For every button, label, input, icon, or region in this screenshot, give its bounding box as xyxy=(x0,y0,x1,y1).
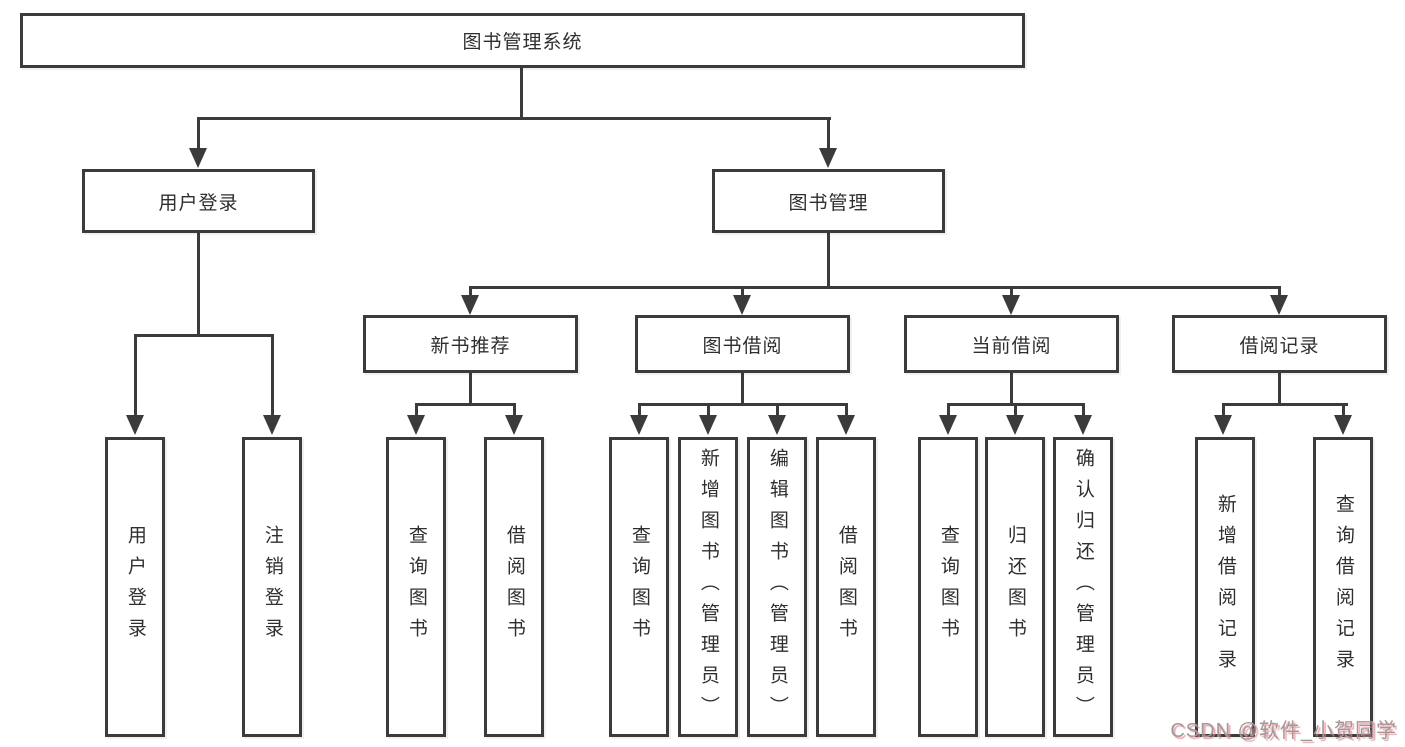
leaf-label: 用户登录 xyxy=(124,525,146,649)
connector-leaf-drop xyxy=(134,334,137,416)
arrow-down-icon xyxy=(1334,415,1352,435)
node-book-borrowing: 图书借阅 xyxy=(635,315,850,373)
leaf-return-books: 归还图书 xyxy=(985,437,1045,737)
connector-root-stem xyxy=(520,68,523,120)
arrow-down-icon xyxy=(505,415,523,435)
connector-borrow-stem xyxy=(741,373,744,406)
leaf-label: 查询借阅记录 xyxy=(1332,494,1354,680)
arrow-down-icon xyxy=(1270,295,1288,315)
connector-userlogin-drop xyxy=(197,117,200,150)
arrow-down-icon xyxy=(630,415,648,435)
node-user-login: 用户登录 xyxy=(82,169,315,233)
connector-leaf-drop xyxy=(1342,403,1345,417)
arrow-down-icon xyxy=(699,415,717,435)
arrow-down-icon xyxy=(263,415,281,435)
node-label: 当前借阅 xyxy=(971,335,1052,357)
connector-leaf-drop xyxy=(415,403,418,417)
connector-bookmgmt-hline xyxy=(469,286,1281,289)
connector-leaf-drop xyxy=(513,403,516,417)
arrow-down-icon xyxy=(461,295,479,315)
connector-l3-drop xyxy=(1278,286,1281,297)
connector-borrow-hline xyxy=(638,403,847,406)
connector-bookmgmt-drop xyxy=(827,117,830,150)
leaf-label: 注销登录 xyxy=(261,525,283,649)
node-label: 用户登录 xyxy=(158,192,239,214)
node-label: 图书管理系统 xyxy=(462,32,583,53)
arrow-down-icon xyxy=(126,415,144,435)
arrow-down-icon xyxy=(407,415,425,435)
connector-leaf-drop xyxy=(707,403,710,417)
leaf-label: 查询图书 xyxy=(628,525,650,649)
leaf-borrow-books: 借阅图书 xyxy=(816,437,876,737)
connector-l3-drop xyxy=(741,286,744,297)
leaf-logout: 注销登录 xyxy=(242,437,302,737)
connector-newbook-stem xyxy=(469,373,472,406)
leaf-user-login: 用户登录 xyxy=(105,437,165,737)
arrow-down-icon xyxy=(189,148,207,168)
connector-records-hline xyxy=(1222,403,1348,406)
leaf-label: 借阅图书 xyxy=(835,525,857,649)
connector-leaf-drop xyxy=(1082,403,1085,417)
arrow-down-icon xyxy=(1002,295,1020,315)
arrow-down-icon xyxy=(733,295,751,315)
node-current-borrowing: 当前借阅 xyxy=(904,315,1119,373)
leaf-borrow-books: 借阅图书 xyxy=(484,437,544,737)
connector-newbook-hline xyxy=(415,403,516,406)
leaf-label: 新增借阅记录 xyxy=(1214,494,1236,680)
node-label: 图书管理 xyxy=(788,192,869,214)
leaf-add-books-admin: 新增图书（管理员） xyxy=(678,437,738,737)
connector-root-hline xyxy=(197,117,831,120)
node-book-management: 图书管理 xyxy=(712,169,945,233)
arrow-down-icon xyxy=(768,415,786,435)
node-new-book-recommend: 新书推荐 xyxy=(363,315,578,373)
connector-leaf-drop xyxy=(638,403,641,417)
leaf-query-books: 查询图书 xyxy=(609,437,669,737)
node-label: 图书借阅 xyxy=(702,335,783,357)
leaf-label: 确认归还（管理员） xyxy=(1072,447,1094,727)
connector-leaf-drop xyxy=(1222,403,1225,417)
connector-leaf-drop xyxy=(845,403,848,417)
leaf-label: 借阅图书 xyxy=(503,525,525,649)
arrow-down-icon xyxy=(1214,415,1232,435)
arrow-down-icon xyxy=(939,415,957,435)
leaf-label: 新增图书（管理员） xyxy=(697,447,719,727)
leaf-label: 查询图书 xyxy=(405,525,427,649)
node-label: 新书推荐 xyxy=(430,335,511,357)
arrow-down-icon xyxy=(1074,415,1092,435)
leaf-label: 编辑图书（管理员） xyxy=(766,447,788,727)
connector-leaf-drop xyxy=(271,334,274,416)
leaf-label: 归还图书 xyxy=(1004,525,1026,649)
connector-current-stem xyxy=(1010,373,1013,406)
arrow-down-icon xyxy=(837,415,855,435)
leaf-label: 查询图书 xyxy=(937,525,959,649)
connector-userlogin-stem xyxy=(197,233,200,337)
connector-leaf-drop xyxy=(1014,403,1017,417)
connector-l3-drop xyxy=(469,286,472,297)
node-label: 借阅记录 xyxy=(1239,335,1320,357)
connector-records-stem xyxy=(1278,373,1281,406)
connector-leaf-drop xyxy=(947,403,950,417)
leaf-confirm-return-admin: 确认归还（管理员） xyxy=(1053,437,1113,737)
leaf-edit-books-admin: 编辑图书（管理员） xyxy=(747,437,807,737)
connector-leaf-drop xyxy=(776,403,779,417)
connector-userlogin-hline xyxy=(134,334,274,337)
arrow-down-icon xyxy=(819,148,837,168)
connector-l3-drop xyxy=(1010,286,1013,297)
node-borrowing-records: 借阅记录 xyxy=(1172,315,1387,373)
connector-bookmgmt-stem xyxy=(827,233,830,289)
arrow-down-icon xyxy=(1006,415,1024,435)
leaf-query-books: 查询图书 xyxy=(918,437,978,737)
node-library-management-system: 图书管理系统 xyxy=(20,13,1025,68)
leaf-query-borrow-record: 查询借阅记录 xyxy=(1313,437,1373,737)
leaf-add-borrow-record: 新增借阅记录 xyxy=(1195,437,1255,737)
leaf-query-books: 查询图书 xyxy=(386,437,446,737)
